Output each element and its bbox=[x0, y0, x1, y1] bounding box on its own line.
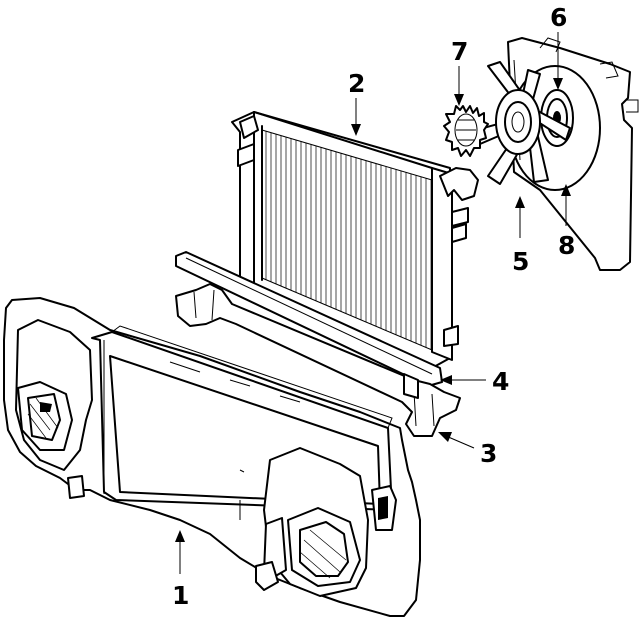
callout-7: 7 bbox=[451, 37, 468, 66]
fan-clutch bbox=[443, 105, 489, 157]
support-bar bbox=[175, 251, 443, 387]
callout-2: 2 bbox=[348, 69, 365, 98]
radiator-core bbox=[231, 111, 479, 369]
fan-blade bbox=[475, 61, 571, 185]
callout-6: 6 bbox=[550, 3, 567, 32]
callout-labels: 1 2 3 4 5 6 7 8 bbox=[172, 3, 575, 610]
radiator-support-panel bbox=[3, 297, 421, 617]
callout-5: 5 bbox=[512, 247, 529, 276]
callout-4: 4 bbox=[492, 367, 509, 396]
callout-1: 1 bbox=[172, 581, 189, 610]
callout-3: 3 bbox=[480, 439, 497, 468]
lower-support-bracket bbox=[175, 283, 461, 437]
callout-leaders bbox=[175, 32, 571, 574]
callout-8: 8 bbox=[558, 231, 575, 260]
